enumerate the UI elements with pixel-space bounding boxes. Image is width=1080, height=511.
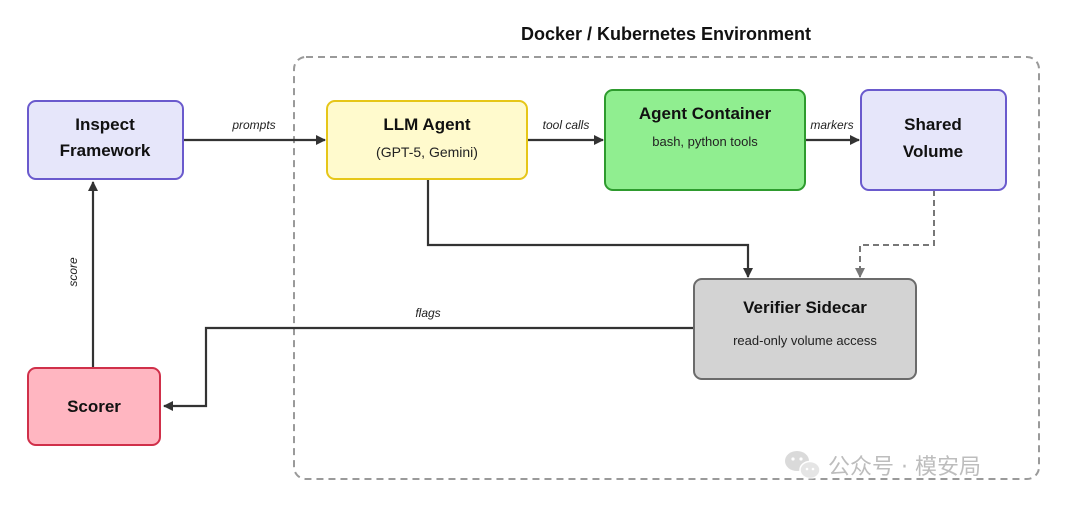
shared-volume-line2: Volume bbox=[903, 142, 963, 161]
environment-title: Docker / Kubernetes Environment bbox=[521, 24, 811, 44]
edge-label-markers: markers bbox=[810, 118, 853, 132]
environment-boundary bbox=[293, 56, 1040, 480]
agent-container-title: Agent Container bbox=[639, 104, 772, 123]
node-shared-volume: Shared Volume bbox=[860, 89, 1007, 191]
edge-label-flags: flags bbox=[415, 306, 440, 320]
agent-container-subtitle: bash, python tools bbox=[652, 134, 758, 149]
llm-agent-title: LLM Agent bbox=[383, 115, 471, 134]
llm-agent-subtitle: (GPT-5, Gemini) bbox=[376, 144, 478, 160]
edge-llm-to-verifier bbox=[426, 180, 753, 278]
wechat-icon bbox=[785, 451, 821, 480]
inspect-line2: Framework bbox=[60, 141, 151, 160]
inspect-line1: Inspect bbox=[75, 115, 135, 134]
watermark-text: 公众号 · 模安局 bbox=[828, 455, 981, 480]
shared-volume-line1: Shared bbox=[904, 115, 962, 134]
node-llm-agent: LLM Agent (GPT-5, Gemini) bbox=[326, 100, 528, 180]
node-agent-container: Agent Container bash, python tools bbox=[604, 89, 806, 191]
node-scorer: Scorer bbox=[27, 367, 161, 446]
edge-label-score: score bbox=[66, 257, 80, 287]
node-inspect-framework: Inspect Framework bbox=[27, 100, 184, 180]
watermark: 公众号 · 模安局 bbox=[785, 451, 981, 480]
edge-label-prompts: prompts bbox=[231, 118, 275, 132]
node-verifier-sidecar: Verifier Sidecar read-only volume access bbox=[693, 278, 917, 380]
edge-flags bbox=[163, 326, 694, 411]
verifier-title: Verifier Sidecar bbox=[743, 298, 867, 317]
verifier-subtitle: read-only volume access bbox=[733, 333, 877, 348]
edge-label-tool-calls: tool calls bbox=[543, 118, 590, 132]
edge-volume-to-verifier bbox=[855, 190, 935, 278]
scorer-title: Scorer bbox=[67, 397, 121, 416]
